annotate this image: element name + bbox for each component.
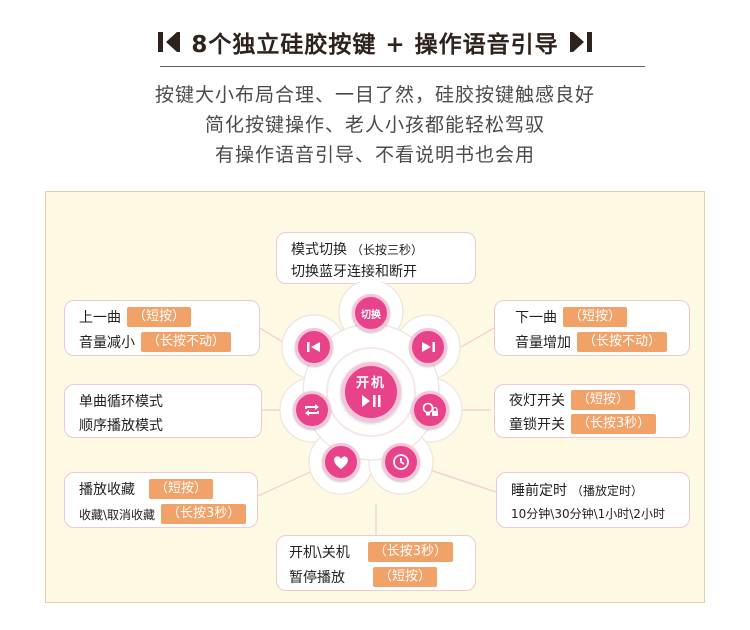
subtitle-line-2: 简化按键操作、老人小孩都能轻松驾驭 [204,114,545,136]
sequential-play-label: 顺序播放模式 [79,418,163,434]
volume-up-tag: （长按不动） [577,332,668,352]
clock-icon [393,454,409,470]
bulb-lock-icon [422,402,438,416]
subtitle-line-3: 有操作语音引导、不看说明书也会用 [214,144,535,166]
device-control-cluster: 切换 [276,282,466,502]
power-play-button[interactable]: 开机 [341,362,401,422]
previous-track-button[interactable] [295,328,333,366]
volume-down-tag: （长按不动） [141,332,232,352]
title-underline [160,66,645,67]
prev-track-label: 上一曲 [79,310,121,326]
night-light-tag: （短按） [571,390,636,410]
favorites-button[interactable] [322,443,360,481]
right-bracket-icon [569,32,592,52]
mode-switch-note: （长按三秒） [351,242,424,257]
switch-button[interactable]: 切换 [352,294,390,332]
next-track-icon [422,342,435,352]
prev-track-box: 上一曲 （短按） 音量减小 （长按不动） [64,300,260,356]
loop-mode-button[interactable] [293,391,331,429]
toggle-favorite-label: 收藏\取消收藏 [79,507,156,522]
power-label: 开机\关机 [289,545,350,561]
night-light-box: 夜灯开关 （短按） 童锁开关 （长按3秒） [494,384,690,438]
sleep-timer-note: （播放定时） [571,483,644,498]
mode-switch-label: 模式切换 [291,242,347,258]
volume-down-label: 音量减小 [79,335,135,351]
power-tag: （长按3秒） [367,542,453,562]
page-title: 8个独立硅胶按键 + 操作语音引导 [191,32,559,58]
favorites-box: 播放收藏 （短按） 收藏\取消收藏 （长按3秒） [64,472,258,528]
repeat-icon [305,404,319,416]
next-track-tag: （短按） [563,307,628,327]
night-light-button[interactable] [411,391,449,429]
child-lock-tag: （长按3秒） [571,414,657,434]
switch-text-icon: 切换 [361,309,381,321]
loop-mode-box: 单曲循环模式 顺序播放模式 [64,384,262,438]
play-pause-icon [362,394,381,407]
mode-switch-box: 模式切换 （长按三秒） 切换蓝牙连接和断开 [276,232,476,284]
next-track-button[interactable] [409,328,447,366]
header: 8个独立硅胶按键 + 操作语音引导 [0,24,750,67]
subtitle-line-1: 按键大小布局合理、一目了然，硅胶按键触感良好 [154,84,595,106]
sleep-timer-button[interactable] [382,443,420,481]
toggle-favorite-tag: （长按3秒） [161,504,247,524]
sleep-timer-options: 10分钟\30分钟\1小时\2小时 [511,507,665,521]
title-row: 8个独立硅胶按键 + 操作语音引导 [0,24,750,60]
left-bracket-icon [158,32,181,52]
heart-icon [334,456,348,469]
diagram-panel: 模式切换 （长按三秒） 切换蓝牙连接和断开 上一曲 （短按） 音量减小 （长按不… [45,191,705,603]
pause-play-label: 暂停播放 [289,570,345,586]
play-favorites-tag: （短按） [149,479,214,499]
play-favorites-label: 播放收藏 [79,482,135,498]
pause-play-tag: （短按） [373,567,438,587]
volume-up-label: 音量增加 [515,335,571,351]
previous-track-icon [307,342,320,352]
child-lock-label: 童锁开关 [509,417,565,433]
prev-track-tag: （短按） [127,307,192,327]
mode-switch-desc: 切换蓝牙连接和断开 [291,264,417,280]
single-loop-label: 单曲循环模式 [79,394,163,410]
night-light-label: 夜灯开关 [509,393,565,409]
power-label-text: 开机 [355,375,386,391]
sleep-timer-box: 睡前定时 （播放定时） 10分钟\30分钟\1小时\2小时 [496,472,690,528]
next-track-label: 下一曲 [515,310,557,326]
next-track-box: 下一曲 （短按） 音量增加 （长按不动） [494,300,690,356]
power-box: 开机\关机 （长按3秒） 暂停播放 （短按） [276,535,476,591]
sleep-timer-label: 睡前定时 [511,483,567,499]
